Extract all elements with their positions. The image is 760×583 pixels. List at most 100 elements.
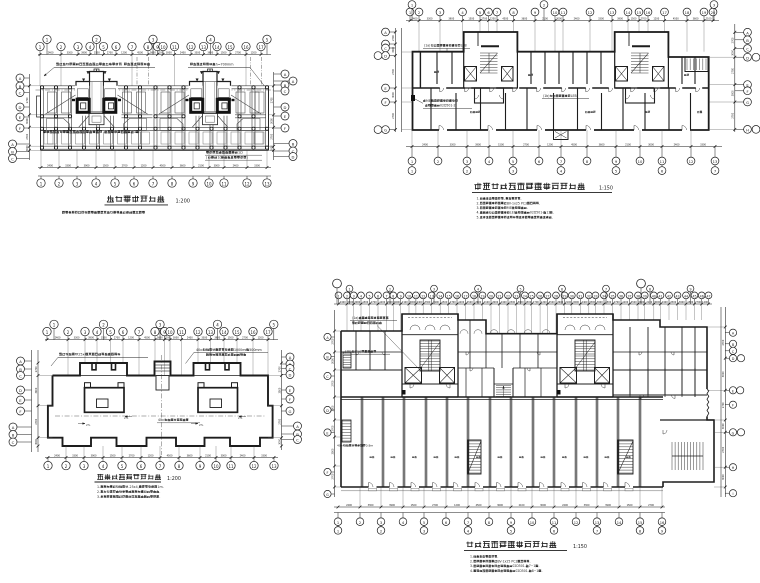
dimension-value: 3900 xyxy=(605,504,611,507)
axis-bubble-label: A xyxy=(284,72,287,77)
dimension-value: 3300 xyxy=(194,51,200,54)
dimension-value: 2700 xyxy=(26,133,29,139)
dimension-value: 1200 xyxy=(458,301,464,304)
axis-bubble-label: 16 xyxy=(455,294,459,298)
dimension-value: 2400 xyxy=(582,301,588,304)
dimension-value: 1200 xyxy=(121,51,127,54)
axis-bubble-label: 18 xyxy=(685,11,690,15)
dimension-value: 3000 xyxy=(540,504,546,507)
dimension-value: 2700 xyxy=(450,301,456,304)
svg-text:13: 13 xyxy=(546,211,550,215)
dimension-value: 2400 xyxy=(55,337,61,340)
axis-bubble-label: 9 xyxy=(510,521,513,525)
dimension-value: 3000 xyxy=(270,145,273,151)
dimension-chain: 2400330039001500270012004500360021003000… xyxy=(45,337,278,342)
annotation-text xyxy=(390,455,396,459)
axis-bubble-label: C xyxy=(289,367,292,372)
annotation-text xyxy=(562,455,567,459)
axis-bubble-label: G xyxy=(384,129,387,133)
axis-bubble-label: 27 xyxy=(545,294,549,298)
axis-bubble-label: 33 xyxy=(593,294,597,298)
axis-bubble-label: C xyxy=(292,149,295,154)
dimension-value: 2700 xyxy=(35,418,38,424)
axis-bubble-label: 16 xyxy=(250,330,256,335)
annotation-text: (1b)LEB xyxy=(543,94,577,98)
dimension-value: 3000 xyxy=(732,90,735,96)
dimension-value: 3000 xyxy=(26,145,29,151)
axis-bubble-label: 3 xyxy=(423,529,425,533)
svg-text:-25x4,: -25x4, xyxy=(128,485,138,489)
axis-bubble-label: 7 xyxy=(714,170,717,174)
dimension-value: 3300 xyxy=(584,504,590,507)
annotation-text xyxy=(412,455,417,459)
axis-bubble-label: 1 xyxy=(411,160,413,164)
dimension-value: 2100 xyxy=(164,337,170,340)
svg-text:BV-1x25 PC32: BV-1x25 PC32 xyxy=(507,201,529,205)
axis-bubble-label: 6 xyxy=(661,170,664,174)
svg-text:.: . xyxy=(521,197,522,201)
dimension-value: 3600 xyxy=(497,504,503,507)
dimension-value: 2700 xyxy=(614,301,620,304)
dimension-value: 2700 xyxy=(732,112,735,118)
dimension-value: 1200 xyxy=(653,18,659,21)
axis-bubble-label: 14 xyxy=(626,11,631,15)
dimension-value: 2400 xyxy=(562,504,568,507)
axis-bubble-label: E xyxy=(746,84,749,88)
dimension-value: 3000 xyxy=(331,358,334,364)
axis-bubble-label: 1 xyxy=(411,170,413,174)
axis-bubble-label: H xyxy=(732,466,735,470)
svg-text:2%: 2% xyxy=(238,416,243,420)
svg-text:.: . xyxy=(159,495,160,499)
svg-text:1000mm: 1000mm xyxy=(234,348,249,352)
dimension-value: 1500 xyxy=(101,337,107,340)
axis-bubble-label: 7 xyxy=(467,521,469,525)
dimension-value: 2700 xyxy=(270,133,273,139)
axis-bubble-label: 11 xyxy=(561,11,566,15)
axis-bubble-label: 1 xyxy=(337,294,339,298)
axis-bubble-label: F xyxy=(384,101,386,105)
annotation-text xyxy=(454,455,460,459)
axis-bubble-label: 40 xyxy=(652,294,656,298)
annotation-text: 1:200 xyxy=(176,198,191,204)
dimension-value: 1200 xyxy=(128,337,134,340)
axis-bubble-label: 17 xyxy=(662,11,667,15)
axis-bubble-label: 12 xyxy=(588,11,593,15)
elevator-shaft xyxy=(501,66,514,82)
axis-bubble-label: 1 xyxy=(409,11,411,15)
elevator-shaft xyxy=(404,367,422,384)
axis-bubble-label: G xyxy=(746,101,749,105)
axis-bubble-label: F xyxy=(19,126,21,131)
dimension-value: 4500 xyxy=(673,18,679,21)
svg-text:1m.: 1m. xyxy=(157,485,163,489)
axis-bubble-label: 12 xyxy=(244,181,250,186)
dimension-value: 1200 xyxy=(702,301,708,304)
svg-text:.: . xyxy=(159,490,160,494)
axis-bubble-label: 2 xyxy=(65,464,68,469)
axis-bubble-label: 8 xyxy=(488,521,491,525)
axis-bubble-label: 17 xyxy=(258,45,264,50)
axis-bubble-column: ABC xyxy=(8,139,30,163)
axis-bubble-label: 3 xyxy=(466,160,469,164)
axis-bubble-label: 7 xyxy=(385,294,387,298)
dimension-value: 2100 xyxy=(542,18,548,21)
dimension-value: 3600 xyxy=(394,301,400,304)
svg-text:40x4: 40x4 xyxy=(337,444,344,448)
axis-bubble-label: 15 xyxy=(447,294,451,298)
dimension-value: 1500 xyxy=(411,504,417,507)
dimension-value: 2400 xyxy=(240,454,246,457)
svg-text:MEB: MEB xyxy=(507,206,514,210)
axis-bubble-label: 10 xyxy=(206,181,212,186)
dimension-value: 2100 xyxy=(205,454,211,457)
dimension-value: 3300 xyxy=(72,454,78,457)
dimension-value: 1200 xyxy=(379,301,385,304)
dimension-value: 1500 xyxy=(110,454,116,457)
axis-bubble-label: 5 xyxy=(615,170,618,174)
